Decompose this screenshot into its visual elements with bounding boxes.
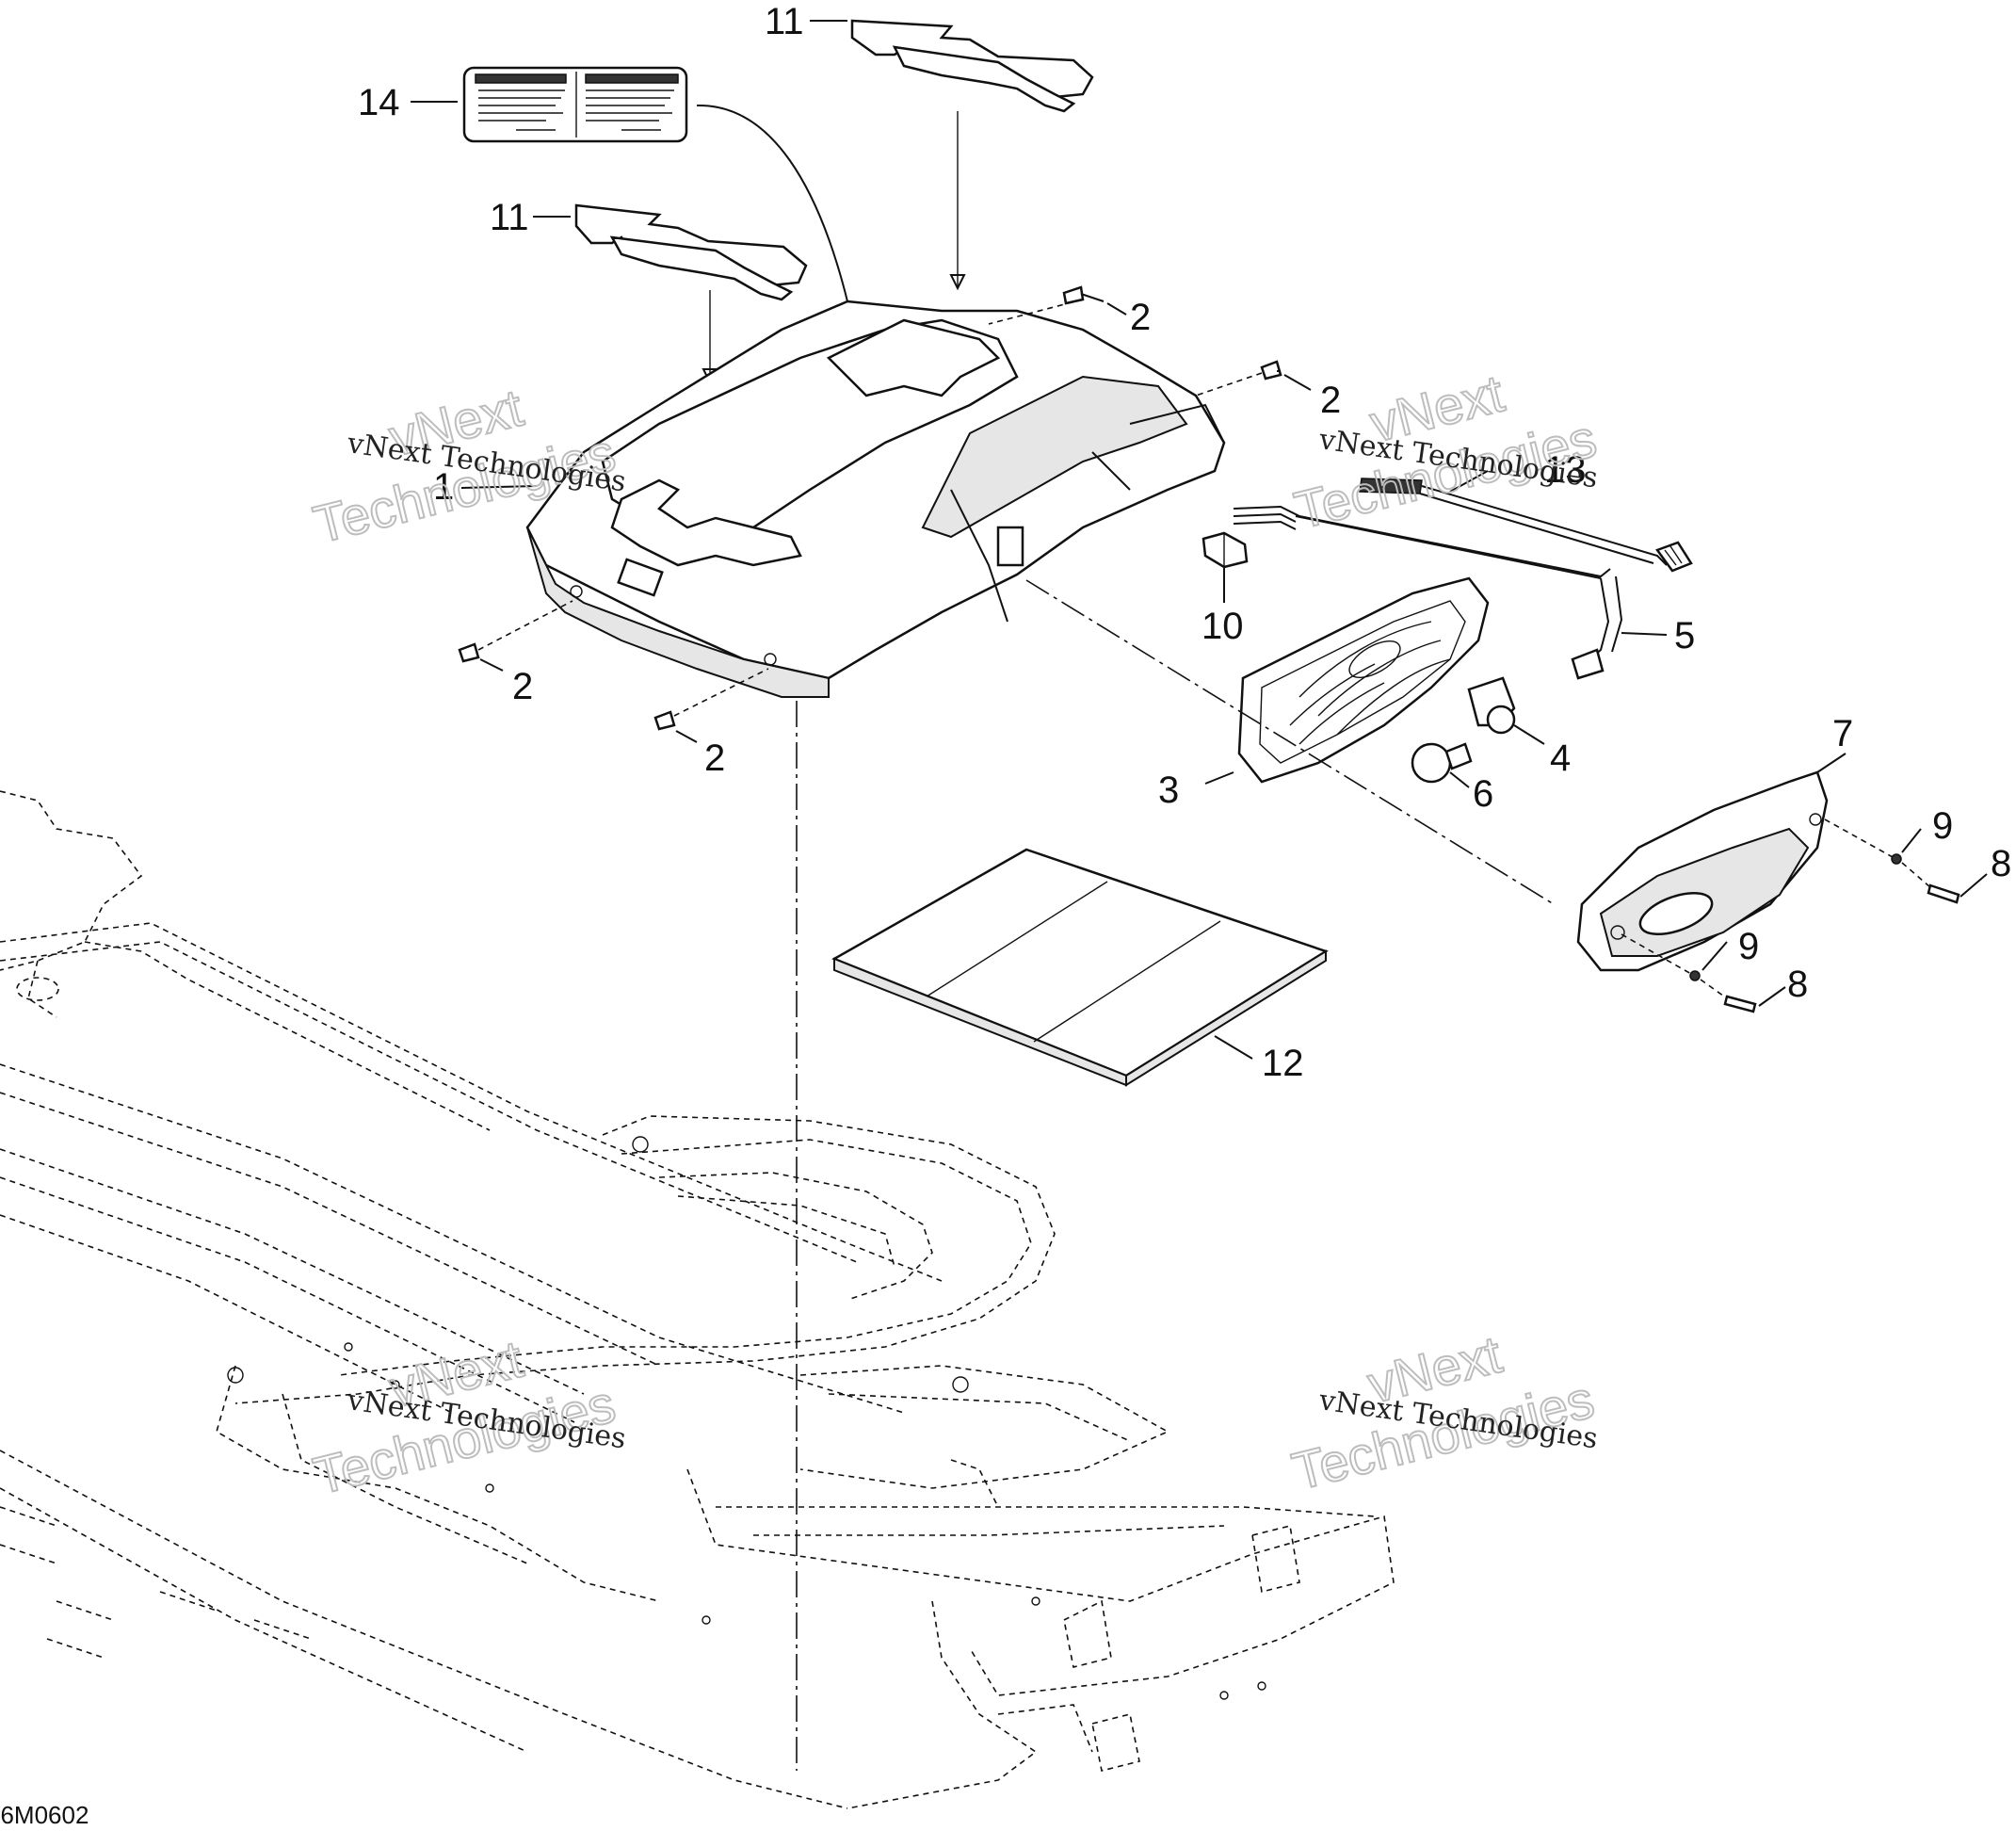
tail-light-lens-part: [1576, 753, 1847, 972]
screw-parts: [458, 285, 1282, 731]
screw-left: [458, 600, 573, 663]
callout-6: 6: [1473, 773, 1493, 815]
connector-part: [1202, 531, 1249, 603]
rear-rack-part: [525, 300, 1226, 698]
callout-2-top: 2: [1130, 297, 1151, 338]
bulb-part: [1411, 742, 1473, 788]
callout-12: 12: [1262, 1043, 1304, 1084]
lens-fasteners: [1621, 818, 1988, 1013]
callout-13: 13: [1544, 449, 1587, 491]
callout-5: 5: [1674, 615, 1695, 656]
chassis-frame-outline: [0, 790, 1395, 1809]
screw-right: [1195, 360, 1282, 397]
callout-3: 3: [1158, 770, 1179, 811]
callout-11-left: 11: [490, 197, 529, 238]
callout-2-bottom: 2: [704, 737, 725, 779]
callout-9-right: 9: [1932, 805, 1953, 847]
socket-wire-part: [1571, 575, 1668, 680]
drawing-code: 86M0602: [0, 1801, 89, 1829]
warning-label-part: [462, 66, 952, 446]
pad-upper-part: [850, 19, 1094, 291]
callouts: 11 14 11 2 2 1 2 2 13 10 5 4 6 3 7 9 8 9…: [358, 1, 2011, 1084]
callout-11-top: 11: [765, 1, 804, 42]
callout-4: 4: [1550, 737, 1571, 779]
callout-2-left: 2: [512, 666, 533, 707]
screw-top: [988, 285, 1105, 325]
mat-part: [831, 848, 1329, 1087]
callout-10: 10: [1202, 606, 1244, 647]
callout-8-lower: 8: [1787, 964, 1808, 1005]
tail-light-housing-part: [1204, 576, 1490, 785]
callout-8-right: 8: [1991, 843, 2011, 884]
callout-14: 14: [358, 82, 400, 123]
callout-7: 7: [1832, 713, 1853, 754]
pad-lower-part: [574, 203, 808, 385]
callout-9-lower: 9: [1738, 926, 1759, 967]
callout-2-right: 2: [1320, 380, 1341, 421]
callout-1: 1: [433, 466, 454, 508]
screw-bottom: [653, 668, 769, 731]
wiring-harness-part: [1233, 470, 1693, 579]
socket-part: [1467, 676, 1545, 745]
rack-to-lens-line: [1025, 579, 1555, 905]
